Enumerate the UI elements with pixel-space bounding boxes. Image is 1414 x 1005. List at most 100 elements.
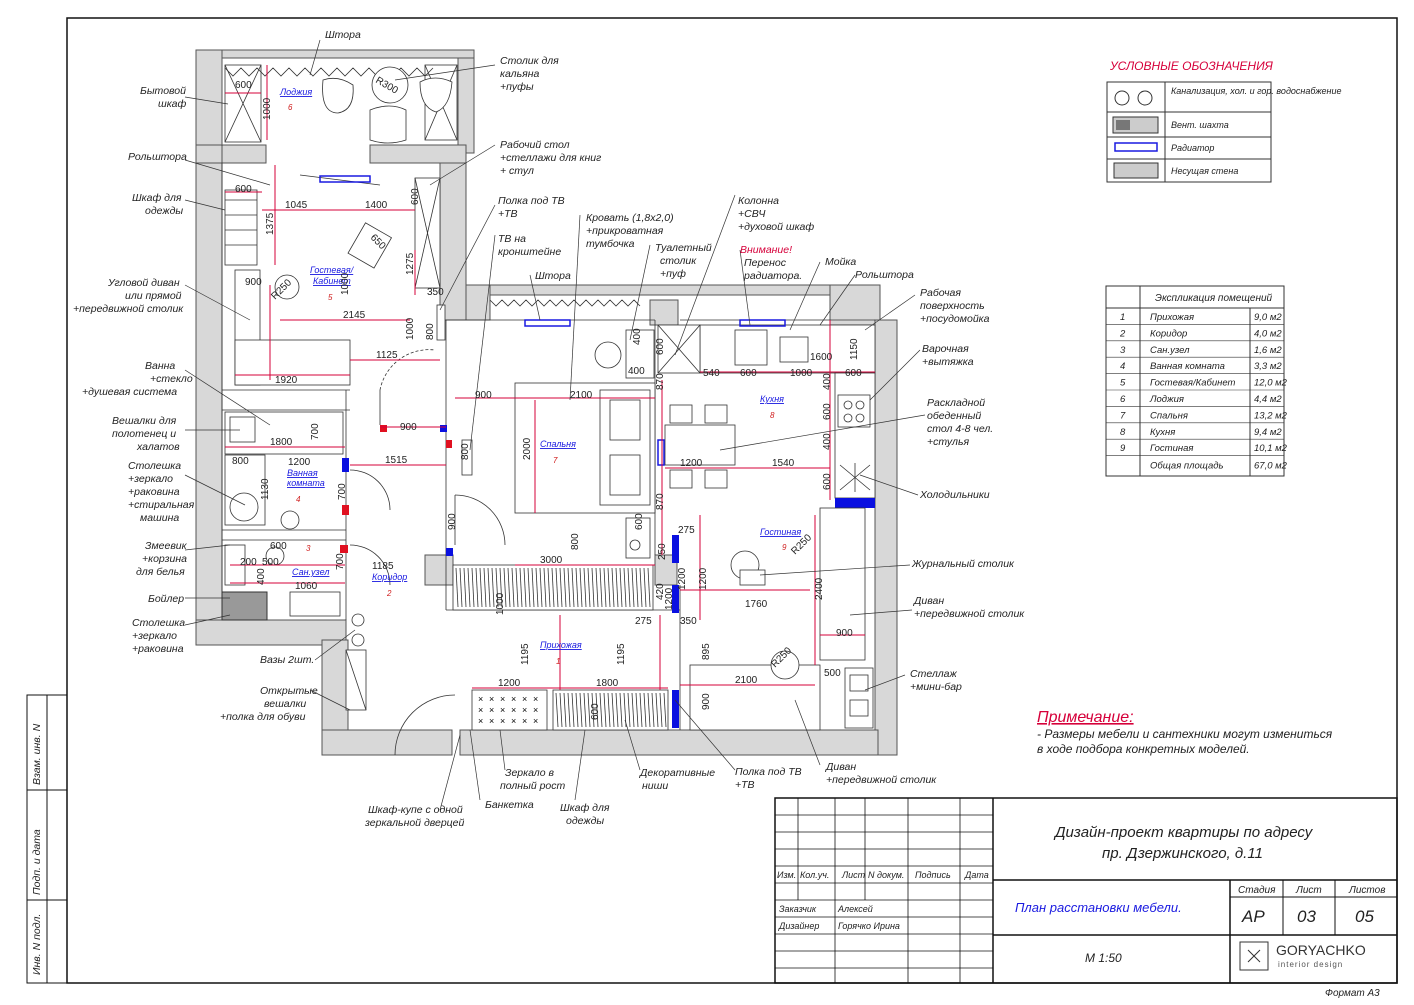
svg-text:+раковина: +раковина [132,643,184,655]
svg-text:N докум.: N докум. [868,870,904,880]
svg-text:ТВ на: ТВ на [498,233,526,245]
svg-text:350: 350 [680,616,697,627]
room-name-4: Ванная [287,468,318,478]
svg-text:радиатора.: радиатора. [743,270,802,282]
svg-text:4: 4 [296,495,301,504]
svg-text:или прямой: или прямой [125,290,182,302]
svg-text:600: 600 [235,80,252,91]
svg-text:1125: 1125 [376,350,398,361]
svg-text:Зеркало в: Зеркало в [505,767,554,779]
svg-text:400: 400 [628,366,645,377]
svg-text:900: 900 [245,277,262,288]
svg-text:×: × [478,716,483,726]
svg-text:700: 700 [310,423,321,440]
svg-text:870: 870 [655,493,666,510]
svg-text:400: 400 [256,568,267,585]
svg-text:1150: 1150 [849,338,860,360]
svg-text:900: 900 [475,390,492,401]
svg-text:Журнальный столик: Журнальный столик [911,558,1015,570]
svg-text:600: 600 [740,368,757,379]
svg-text:+духовой шкаф: +духовой шкаф [738,221,814,233]
svg-text:1600: 1600 [810,352,833,363]
stage-value: АР [1241,907,1265,926]
explication-num: 1 [1120,312,1125,323]
svg-text:Подпись: Подпись [915,870,951,880]
svg-text:Ванна: Ванна [145,360,175,372]
explication-num: 5 [1120,378,1126,389]
svg-text:×: × [533,694,538,704]
svg-text:Колонна: Колонна [738,195,779,207]
explication-area: 4,0 м2 [1254,328,1282,339]
svg-text:540: 540 [703,368,720,379]
banketka [471,689,548,731]
svg-text:одежды: одежды [145,205,183,217]
svg-text:Штора: Штора [325,29,361,41]
wall-right [874,319,898,756]
svg-text:2100: 2100 [570,390,593,401]
svg-text:700: 700 [337,483,348,500]
legend-item-4: Несущая стена [1171,166,1238,176]
svg-text:+душевая система: +душевая система [82,386,177,398]
svg-text:Рабочая: Рабочая [920,287,961,299]
explication-area: 4,4 м2 [1254,394,1282,405]
svg-text:800: 800 [460,443,471,460]
svg-text:600: 600 [410,188,421,205]
svg-text:900: 900 [701,693,712,710]
svg-text:600: 600 [845,368,862,379]
svg-text:5: 5 [328,293,333,302]
sheet-title: План расстановки мебели. [1015,900,1182,915]
svg-text:2100: 2100 [735,675,758,686]
svg-text:×: × [478,694,483,704]
svg-text:8: 8 [770,411,775,420]
legend: УСЛОВНЫЕ ОБОЗНАЧЕНИЯ Канализация, хол. и… [1106,59,1342,183]
svg-text:1200: 1200 [677,567,688,590]
svg-text:Вешалки для: Вешалки для [112,415,177,427]
svg-text:Заказчик: Заказчик [779,904,817,914]
svg-text:Змеевик: Змеевик [145,540,188,552]
svg-text:275: 275 [635,616,652,627]
svg-text:350: 350 [427,287,444,298]
svg-text:600: 600 [822,473,833,490]
svg-text:Вазы 2шт.: Вазы 2шт. [260,654,314,666]
svg-text:Изм.: Изм. [777,870,796,880]
svg-text:1000: 1000 [262,97,273,120]
svg-text:1200: 1200 [680,458,703,469]
room-labels: Лоджия 6 Гостевая/ Кабинет 5 Спальня 7 К… [279,87,801,666]
svg-text:Раскладной: Раскладной [927,397,985,409]
svg-text:600: 600 [822,403,833,420]
svg-text:×: × [489,705,494,715]
project-title-2: пр. Дзержинского, д.11 [1102,845,1263,862]
room-name-8: Кухня [760,394,784,404]
svg-text:+ТВ: +ТВ [735,779,755,791]
svg-text:1000: 1000 [405,317,416,340]
leader-lines [184,39,926,811]
explication-name: Лоджия [1149,394,1184,405]
title-block: Изм. Кол.уч. Лист N докум. Подпись Дата … [774,797,1398,999]
svg-text:шкаф: шкаф [158,98,187,110]
svg-text:1000: 1000 [340,272,351,295]
svg-text:×: × [489,694,494,704]
svg-text:+корзина: +корзина [142,553,187,565]
svg-text:+передвижной столик: +передвижной столик [914,608,1025,620]
explication-name: Коридор [1150,328,1187,339]
explication-num: 7 [1120,410,1126,421]
svg-text:420: 420 [655,583,666,600]
room-name-6: Лоджия [279,87,312,97]
svg-text:+раковина: +раковина [128,486,180,498]
svg-text:Полка под ТВ: Полка под ТВ [735,766,802,778]
svg-text:800: 800 [232,456,249,467]
floor-plan: ×××××××××××××××××× [73,29,1025,829]
svg-text:вешалки: вешалки [264,698,306,710]
room-name-3: Сан.узел [292,567,329,577]
svg-text:600: 600 [655,338,666,355]
svg-text:275: 275 [678,525,695,536]
svg-text:тумбочка: тумбочка [586,238,635,250]
svg-text:Туалетный: Туалетный [655,242,712,254]
logo: GORYACHKO interior design [1239,941,1366,971]
svg-text:1195: 1195 [520,643,531,665]
svg-text:+посудомойка: +посудомойка [920,313,990,325]
svg-text:1200: 1200 [498,678,521,689]
svg-text:1540: 1540 [772,458,795,469]
dining-table [664,424,736,466]
svg-text:халатов: халатов [136,441,180,453]
